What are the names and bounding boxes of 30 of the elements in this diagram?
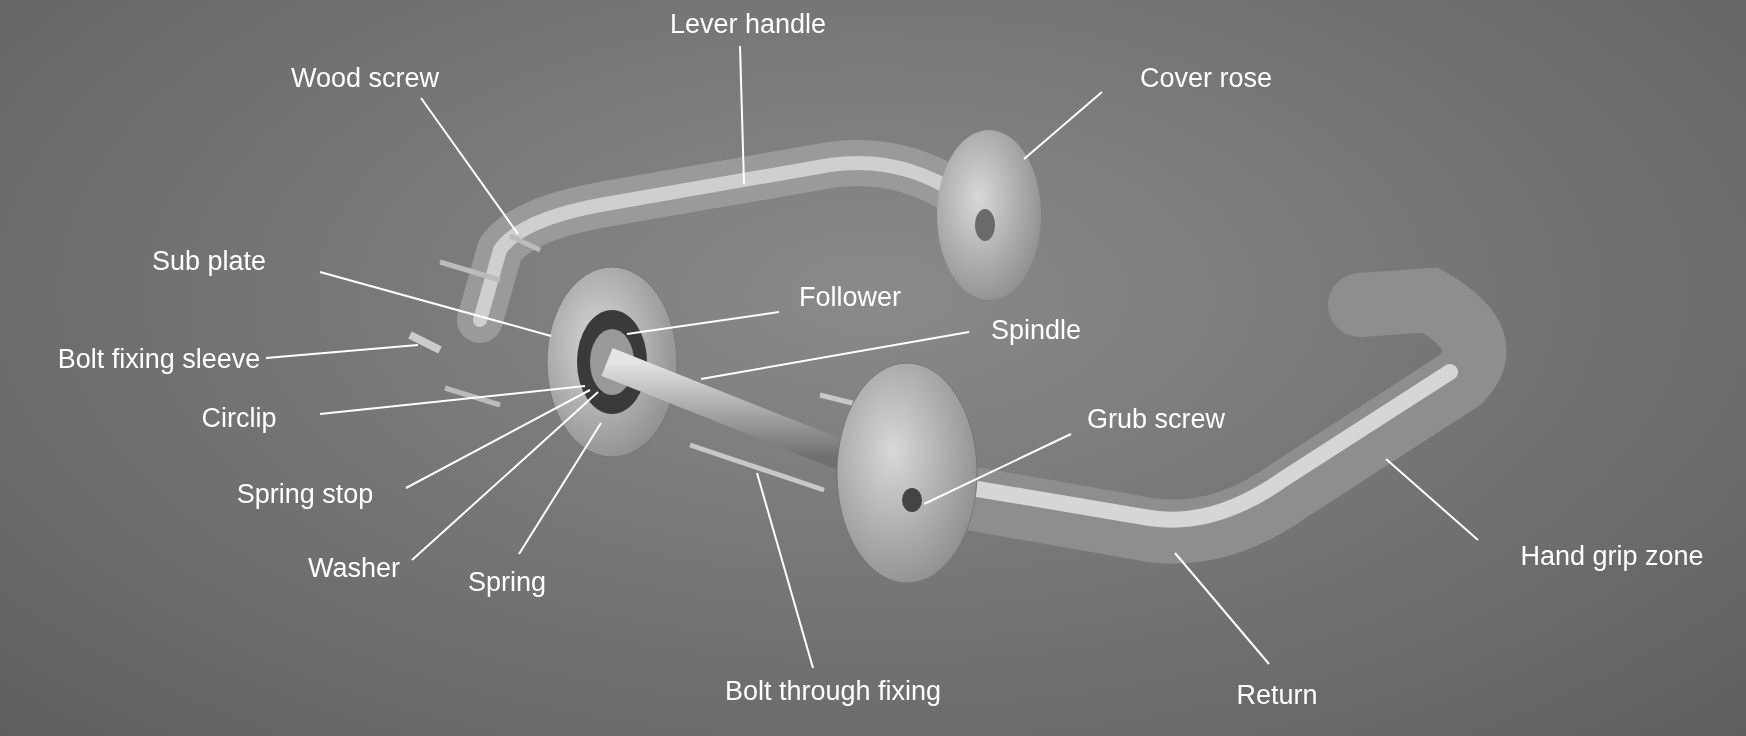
leader-line [739,45,745,185]
leader-line [1174,552,1270,665]
leader-line [923,433,1072,505]
leader-line [756,472,814,669]
part-label: Washer [308,554,400,582]
part-label: Wood screw [290,64,440,92]
part-label: Bolt through fixing [724,677,942,705]
part-label: Spring [468,568,546,596]
part-label: Lever handle [669,10,827,38]
part-label: Hand grip zone [1520,542,1704,570]
part-label: Follower [799,283,901,311]
leader-line [411,391,599,561]
leader-line [319,271,552,337]
leader-line [405,389,591,489]
part-label: Circlip [201,404,277,432]
leader-line [626,311,780,335]
leader-line [420,97,519,235]
leader-line [319,385,586,415]
part-label: Bolt fixing sleeve [57,345,261,373]
part-label: Cover rose [1140,64,1272,92]
part-label: Spindle [990,316,1082,344]
leader-line [518,422,602,555]
leader-line [700,331,970,380]
leader-line [1385,458,1479,541]
part-label: Grub screw [1087,405,1225,433]
leader-line [265,344,419,359]
part-label: Sub plate [151,247,267,275]
part-label: Return [1236,681,1318,709]
part-label: Spring stop [236,480,374,508]
leader-line [1023,91,1103,160]
